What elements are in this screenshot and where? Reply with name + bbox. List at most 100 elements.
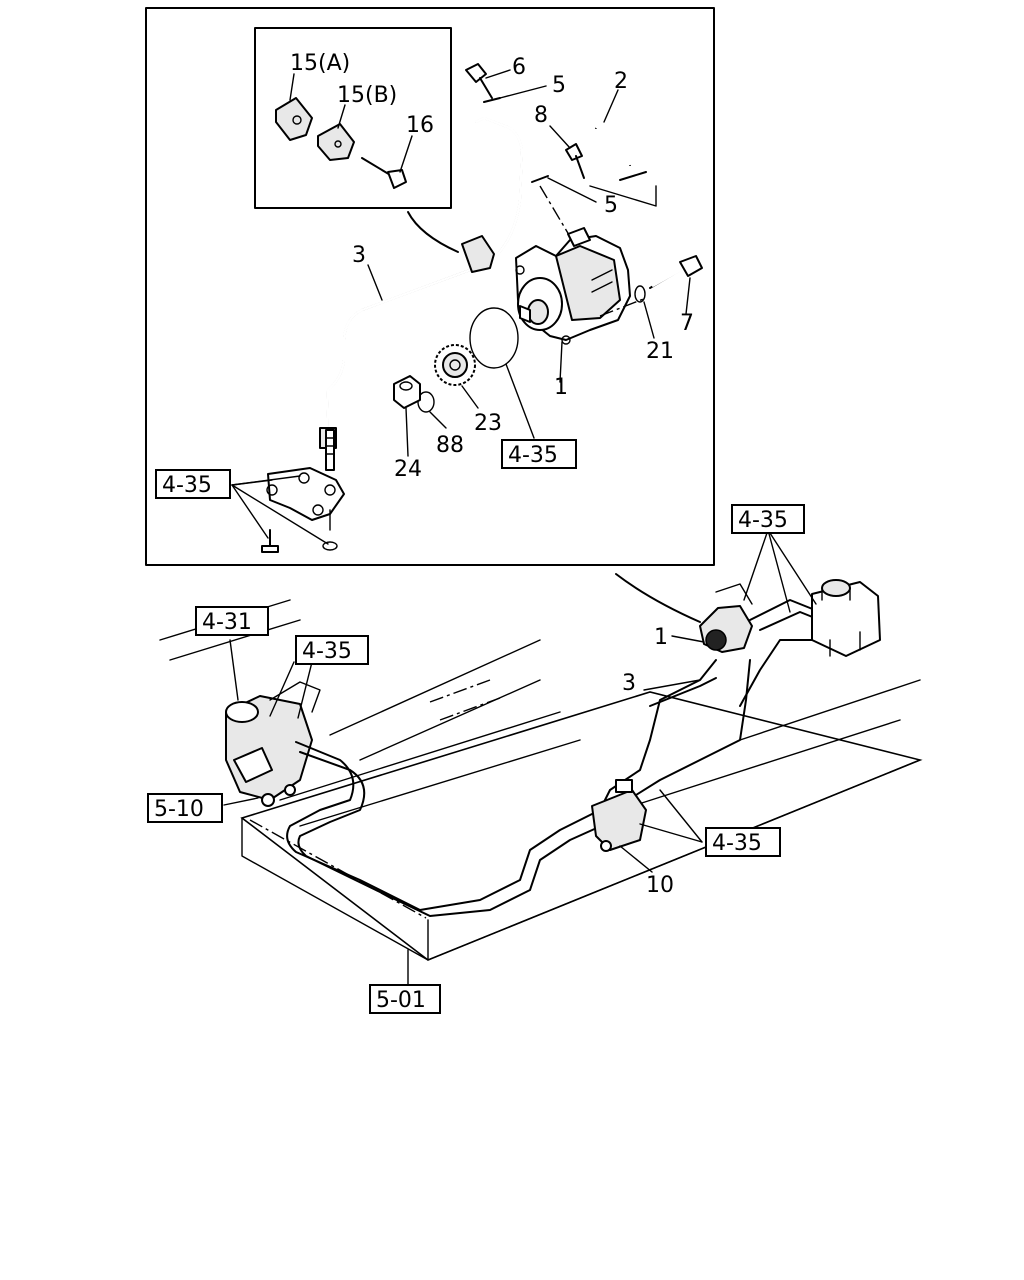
- label-8: 8: [534, 103, 548, 128]
- washer-5-top: [483, 97, 501, 103]
- pump-on-engine: [699, 583, 753, 653]
- clip-15a: [275, 97, 313, 141]
- leader-large-oring: [505, 363, 535, 439]
- leader-23: [461, 385, 479, 409]
- label-2: 2: [614, 69, 628, 94]
- leader-21: [643, 301, 655, 339]
- leader-5-top: [499, 85, 547, 99]
- label-3-main: 3: [622, 671, 636, 696]
- ref-box-pump: [501, 439, 577, 469]
- leader-left-a: [269, 661, 295, 717]
- ref-tank: 4-35: [738, 508, 788, 533]
- leader-8: [549, 125, 571, 149]
- ref-right: 4-35: [712, 831, 762, 856]
- clip-15b: [317, 123, 355, 161]
- inset-frame: [145, 7, 715, 566]
- washer-5-left: [531, 175, 549, 183]
- label-1-inset: 1: [554, 375, 568, 400]
- steering-gear-box: [225, 681, 321, 807]
- washer-5-mid: [619, 171, 647, 181]
- ref-left: 4-35: [302, 639, 352, 664]
- ref-box-left: [295, 635, 369, 665]
- stud: [325, 429, 335, 471]
- center-line-1: [539, 185, 573, 241]
- ref-501: 5-01: [376, 988, 426, 1013]
- leader-1-inset: [559, 341, 563, 383]
- label-15a: 15(A): [290, 51, 350, 76]
- leader-15a: [289, 73, 295, 101]
- leader-bracket-2: [231, 475, 301, 486]
- leader-88: [429, 411, 447, 429]
- clip-detail-frame: [254, 27, 452, 209]
- leader-7: [685, 277, 691, 315]
- label-16: 16: [406, 113, 434, 138]
- leader-15b: [337, 104, 346, 129]
- bracket-line: [589, 185, 657, 207]
- ref-510: 5-10: [154, 797, 204, 822]
- leader-10: [619, 845, 653, 873]
- bolt-8: [565, 143, 585, 179]
- pipe-3-inset: [326, 117, 523, 429]
- bolt-16: [361, 157, 407, 189]
- ref-box-431: [195, 606, 269, 636]
- leader-bracket-3: [231, 484, 269, 539]
- bolt-7: [649, 255, 703, 289]
- oring-21: [634, 285, 646, 303]
- label-15b: 15(B): [337, 83, 397, 108]
- leader-16: [399, 135, 413, 173]
- ref-box-tank: [731, 504, 805, 534]
- leader-left-b: [297, 661, 313, 719]
- ref-pump: 4-35: [508, 443, 558, 468]
- label-6: 6: [512, 55, 526, 80]
- leader-tank-b: [767, 529, 791, 613]
- hose-main: [739, 639, 821, 707]
- bolt-lower: [261, 529, 279, 553]
- ref-box-right: [705, 827, 781, 857]
- leader-right-a: [639, 823, 703, 843]
- large-oring: [469, 307, 519, 369]
- leader-5-mid: [547, 177, 597, 203]
- detail-arrow: [407, 211, 459, 253]
- label-7: 7: [680, 311, 694, 336]
- pipe-3-main: [649, 677, 717, 707]
- label-21: 21: [646, 339, 674, 364]
- label-24: 24: [394, 457, 422, 482]
- pipe-clamp: [461, 235, 495, 273]
- bolt-6: [465, 63, 493, 99]
- leader-24: [405, 407, 409, 457]
- label-3-inset: 3: [352, 243, 366, 268]
- leader-2: [603, 89, 619, 123]
- valve-10: [591, 779, 647, 852]
- reservoir-tank: [811, 579, 881, 657]
- mounting-bracket: [266, 467, 345, 521]
- label-10: 10: [646, 873, 674, 898]
- nut-24: [393, 375, 421, 409]
- leader-431: [229, 639, 239, 701]
- label-5-top: 5: [552, 73, 566, 98]
- ref-431: 4-31: [202, 610, 252, 635]
- leader-tank-a: [743, 529, 769, 601]
- leader-tank-c: [767, 529, 817, 605]
- leader-510: [223, 797, 259, 806]
- ref-box-510: [147, 793, 223, 823]
- leader-right-b: [659, 789, 703, 843]
- label-88: 88: [436, 433, 464, 458]
- leader-1-main: [671, 635, 705, 643]
- leader-bracket-4: [231, 484, 329, 545]
- leader-3-inset: [367, 264, 383, 301]
- return-line: [297, 659, 751, 917]
- ref-bracket: 4-35: [162, 473, 212, 498]
- leader-3-main: [643, 679, 701, 691]
- gear-23: [434, 344, 476, 386]
- label-23: 23: [474, 411, 502, 436]
- ref-box-501: [369, 984, 441, 1014]
- inset-arrow: [615, 573, 701, 623]
- leader-6: [485, 69, 511, 79]
- label-5-mid: 5: [604, 193, 618, 218]
- ref-box-bracket: [155, 469, 231, 499]
- nut-lower: [322, 541, 338, 551]
- label-1-main: 1: [654, 625, 668, 650]
- power-steering-pump: [515, 227, 631, 345]
- center-line-2: [599, 297, 647, 317]
